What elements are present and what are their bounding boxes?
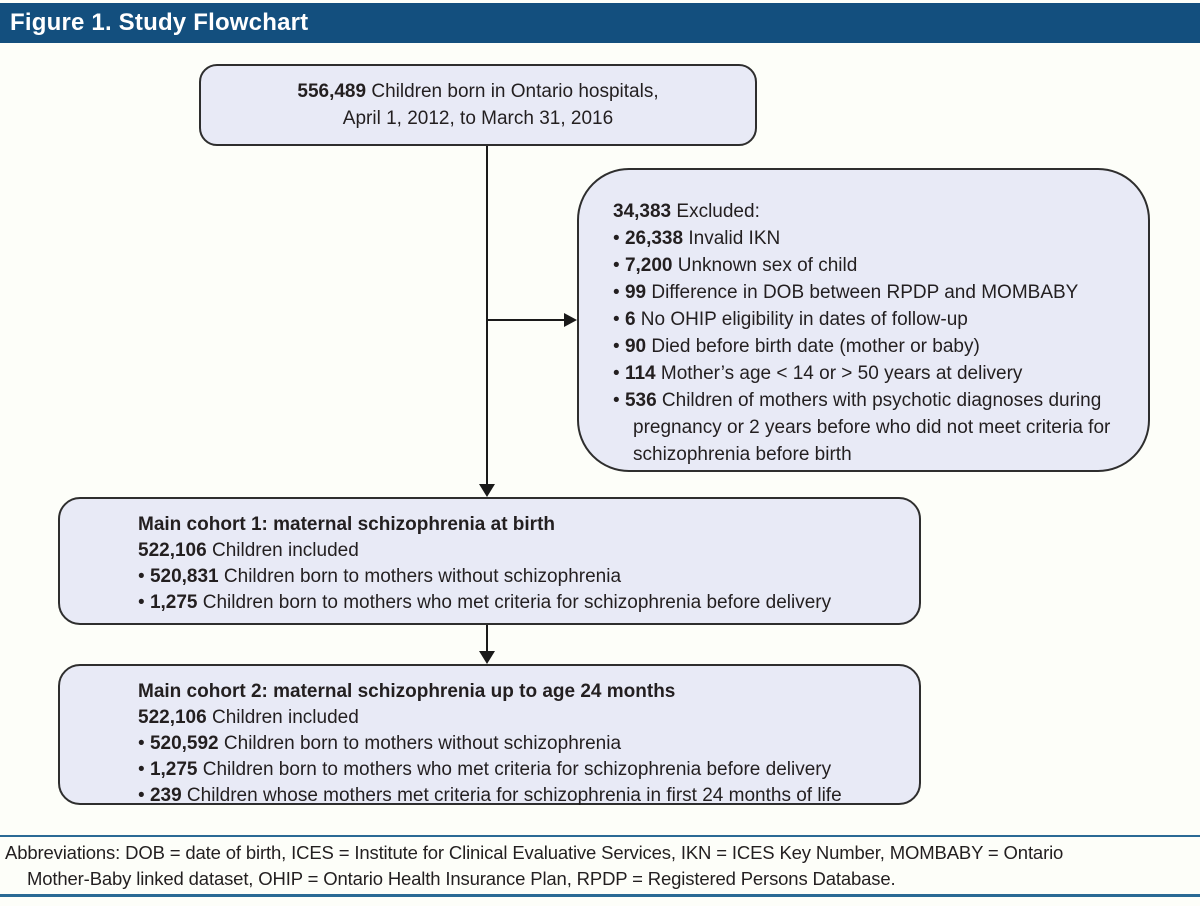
connector-cohort1-to-cohort2 <box>486 625 488 652</box>
cohort2-item: • 520,592 Children born to mothers witho… <box>138 731 905 757</box>
bullet-dot: • <box>613 309 620 330</box>
cohort1-included-text: Children included <box>211 540 359 561</box>
bullet-dot: • <box>138 592 145 613</box>
bullet-dot: • <box>138 566 145 587</box>
connector-top-to-cohort1 <box>486 146 488 485</box>
item-text: Children born to mothers without schizop… <box>223 566 622 587</box>
excluded-item: • 90 Died before birth date (mother or b… <box>613 333 1134 360</box>
abbreviations-line-2: Mother-Baby linked dataset, OHIP = Ontar… <box>27 868 896 889</box>
item-text: Difference in DOB between RPDP and MOMBA… <box>651 282 1079 303</box>
footnote-bottom-rule <box>0 894 1200 897</box>
item-text: Children of mothers with psychotic diagn… <box>633 390 1111 465</box>
item-count: 26,338 <box>624 228 684 249</box>
item-count: 520,831 <box>149 566 219 587</box>
item-count: 1,275 <box>149 592 198 613</box>
item-count: 7,200 <box>624 255 673 276</box>
item-count: 6 <box>624 309 636 330</box>
excluded-title: 34,383 Excluded: <box>613 198 1134 225</box>
item-count: 1,275 <box>149 759 198 780</box>
box-excluded: 34,383 Excluded: • 26,338 Invalid IKN • … <box>577 168 1150 472</box>
bullet-dot: • <box>613 390 620 411</box>
connector-branch-to-excluded <box>487 319 564 321</box>
bullet-dot: • <box>138 733 145 754</box>
item-text: Children born to mothers who met criteri… <box>202 592 832 613</box>
bullet-dot: • <box>613 336 620 357</box>
total-births-line2: April 1, 2012, to March 31, 2016 <box>342 108 614 129</box>
bullet-dot: • <box>613 363 620 384</box>
bullet-dot: • <box>613 255 620 276</box>
excluded-item: • 6 No OHIP eligibility in dates of foll… <box>613 306 1134 333</box>
item-text: No OHIP eligibility in dates of follow-u… <box>640 309 968 330</box>
item-text: Children whose mothers met criteria for … <box>186 785 842 806</box>
excluded-item: • 7,200 Unknown sex of child <box>613 252 1134 279</box>
bullet-dot: • <box>138 785 145 806</box>
footnote-top-rule <box>0 835 1200 837</box>
cohort2-item: • 239 Children whose mothers met criteri… <box>138 783 905 809</box>
cohort1-included: 522,106 Children included <box>138 538 905 564</box>
box-total-births: 556,489 Children born in Ontario hospita… <box>199 64 757 146</box>
cohort1-title: Main cohort 1: maternal schizophrenia at… <box>138 514 556 535</box>
abbreviations-note: Abbreviations: DOB = date of birth, ICES… <box>5 840 1199 892</box>
bullet-dot: • <box>613 228 620 249</box>
bullet-dot: • <box>613 282 620 303</box>
item-count: 520,592 <box>149 733 219 754</box>
excluded-item: • 99 Difference in DOB between RPDP and … <box>613 279 1134 306</box>
item-count: 114 <box>624 363 656 384</box>
cohort2-item: • 1,275 Children born to mothers who met… <box>138 757 905 783</box>
box-main-cohort-1: Main cohort 1: maternal schizophrenia at… <box>58 497 921 625</box>
arrowhead-down-into-cohort2 <box>479 651 495 664</box>
excluded-label: Excluded: <box>676 201 760 222</box>
bullet-dot: • <box>138 759 145 780</box>
total-births-line1: 556,489 Children born in Ontario hospita… <box>201 78 755 105</box>
item-count: 99 <box>624 282 647 303</box>
cohort1-item: • 1,275 Children born to mothers who met… <box>138 590 905 616</box>
total-births-text: Children born in Ontario hospitals, <box>371 81 659 102</box>
item-text: Children born to mothers without schizop… <box>223 733 622 754</box>
cohort1-item: • 520,831 Children born to mothers witho… <box>138 564 905 590</box>
abbreviations-line-1: Abbreviations: DOB = date of birth, ICES… <box>5 842 1064 863</box>
item-count: 90 <box>624 336 647 357</box>
box-main-cohort-2: Main cohort 2: maternal schizophrenia up… <box>58 664 921 806</box>
excluded-item: • 536 Children of mothers with psychotic… <box>613 387 1134 468</box>
cohort1-count: 522,106 <box>138 540 207 561</box>
excluded-count: 34,383 <box>613 201 672 222</box>
arrowhead-down-into-cohort1 <box>479 484 495 497</box>
cohort2-count: 522,106 <box>138 707 207 728</box>
cohort2-included: 522,106 Children included <box>138 705 905 731</box>
item-text: Invalid IKN <box>688 228 781 249</box>
total-births-count: 556,489 <box>297 81 367 102</box>
arrowhead-right-into-excluded <box>564 313 577 327</box>
excluded-item: • 114 Mother’s age < 14 or > 50 years at… <box>613 360 1134 387</box>
item-text: Died before birth date (mother or baby) <box>651 336 980 357</box>
item-text: Unknown sex of child <box>677 255 858 276</box>
item-text: Children born to mothers who met criteri… <box>202 759 832 780</box>
item-count: 239 <box>149 785 182 806</box>
figure-title-bar: Figure 1. Study Flowchart <box>0 3 1200 43</box>
item-text: Mother’s age < 14 or > 50 years at deliv… <box>660 363 1023 384</box>
item-count: 536 <box>624 390 657 411</box>
cohort2-title: Main cohort 2: maternal schizophrenia up… <box>138 681 676 702</box>
cohort2-included-text: Children included <box>211 707 359 728</box>
figure-title: Figure 1. Study Flowchart <box>10 9 309 36</box>
excluded-item: • 26,338 Invalid IKN <box>613 225 1134 252</box>
